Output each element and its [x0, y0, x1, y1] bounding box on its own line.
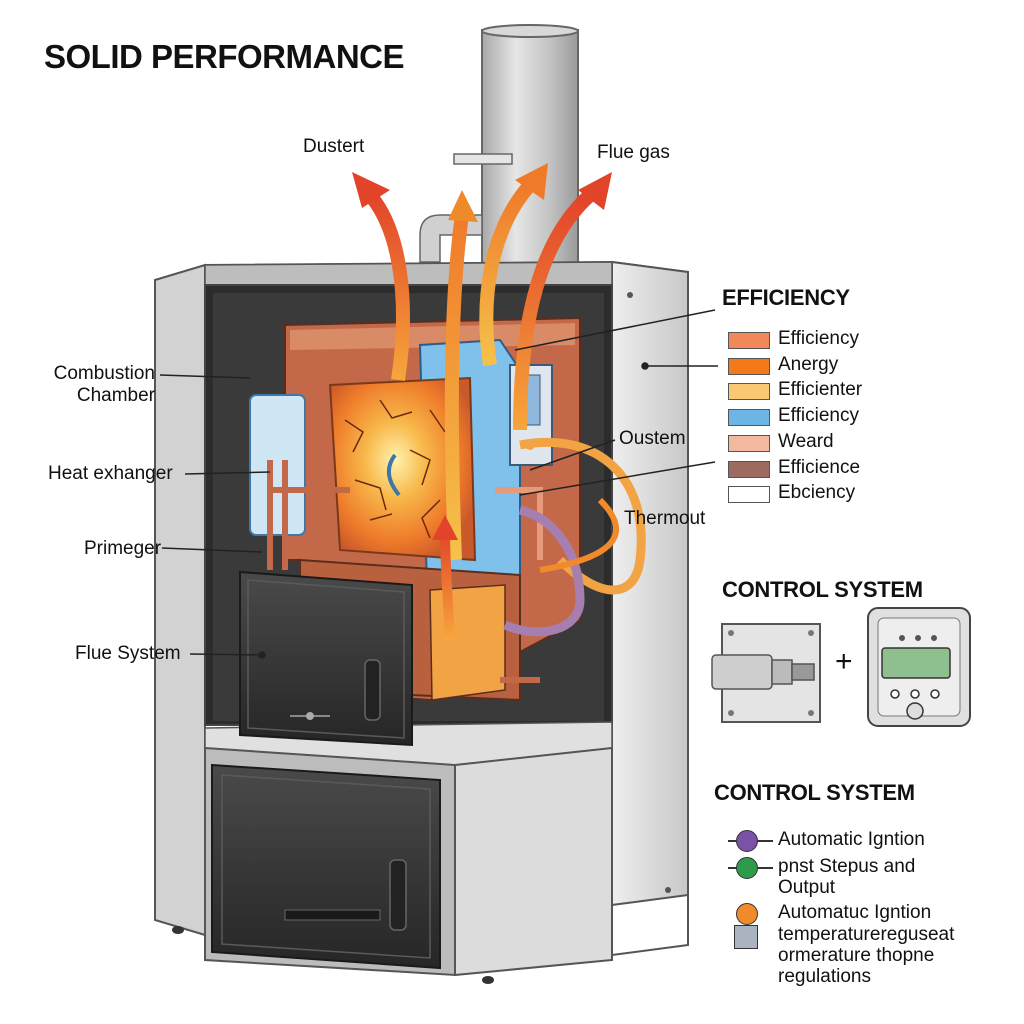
legend-swatch — [728, 409, 770, 427]
control-system-item-line: temperaturereguseat — [778, 924, 955, 945]
oustem-label: Oustem — [619, 428, 686, 449]
control-system-heading-2: CONTROL SYSTEM — [714, 780, 915, 805]
primeger-label: Primeger — [84, 538, 162, 559]
diagram-title: SOLID PERFORMANCE — [44, 38, 405, 75]
control-system-item-label: Automatuc Igntion — [778, 902, 931, 923]
flow-label-right: Flue gas — [597, 142, 670, 163]
control-system-item-line: Automatic Igntion — [778, 829, 925, 850]
leader-lines — [159, 309, 718, 659]
efficiency-heading: EFFICIENCY — [722, 285, 850, 310]
legend-label: Efficiency — [778, 328, 859, 349]
control-system-item-line: ormerature thopne — [778, 945, 935, 966]
square-marker-icon — [734, 925, 758, 949]
legend-swatch — [728, 486, 770, 504]
control-system-item-label: Automatic Igntion — [778, 829, 925, 850]
pipes — [267, 437, 646, 683]
control-system-item-line: pnst Stepus and — [778, 856, 916, 877]
flow-arrows — [352, 163, 612, 641]
ignition-module-image — [711, 623, 821, 723]
legend-label: Efficiency — [778, 405, 859, 427]
combustion-chamber-fire — [328, 376, 477, 562]
control-system-item-line: regulations — [778, 966, 871, 987]
legend-swatch — [728, 383, 770, 401]
flow-label-left: Dustert — [303, 136, 365, 157]
legend-swatch — [728, 434, 770, 452]
circle-marker-icon — [736, 857, 758, 879]
flue-system-label: Flue System — [75, 643, 181, 664]
legend-label: Ebciency — [778, 482, 856, 504]
plus-sign: + — [835, 645, 853, 678]
heat-exchanger-label: Heat exhanger — [48, 463, 173, 484]
legend-label: Anergy — [778, 353, 839, 375]
legend-label: Efficienter — [778, 379, 863, 401]
legend-label: Efficience — [778, 456, 861, 478]
circle-marker-icon — [736, 830, 758, 852]
legend-swatch — [728, 357, 770, 375]
combustion-chamber-label: Combustion Chamber — [53, 363, 155, 406]
thermostat-controller-image — [867, 607, 971, 727]
thermout-label: Thermout — [624, 508, 706, 529]
legend-swatch — [728, 460, 770, 478]
upper-door — [239, 570, 413, 747]
control-system-item-line: Automatuc Igntion — [778, 902, 932, 923]
lower-door — [211, 763, 441, 970]
legend-swatch — [728, 332, 770, 349]
control-system-item-line: Output — [778, 877, 836, 898]
control-system-heading-1: CONTROL SYSTEM — [722, 577, 923, 602]
legend-label: Weard — [778, 430, 834, 452]
circle-marker-icon — [736, 903, 758, 925]
